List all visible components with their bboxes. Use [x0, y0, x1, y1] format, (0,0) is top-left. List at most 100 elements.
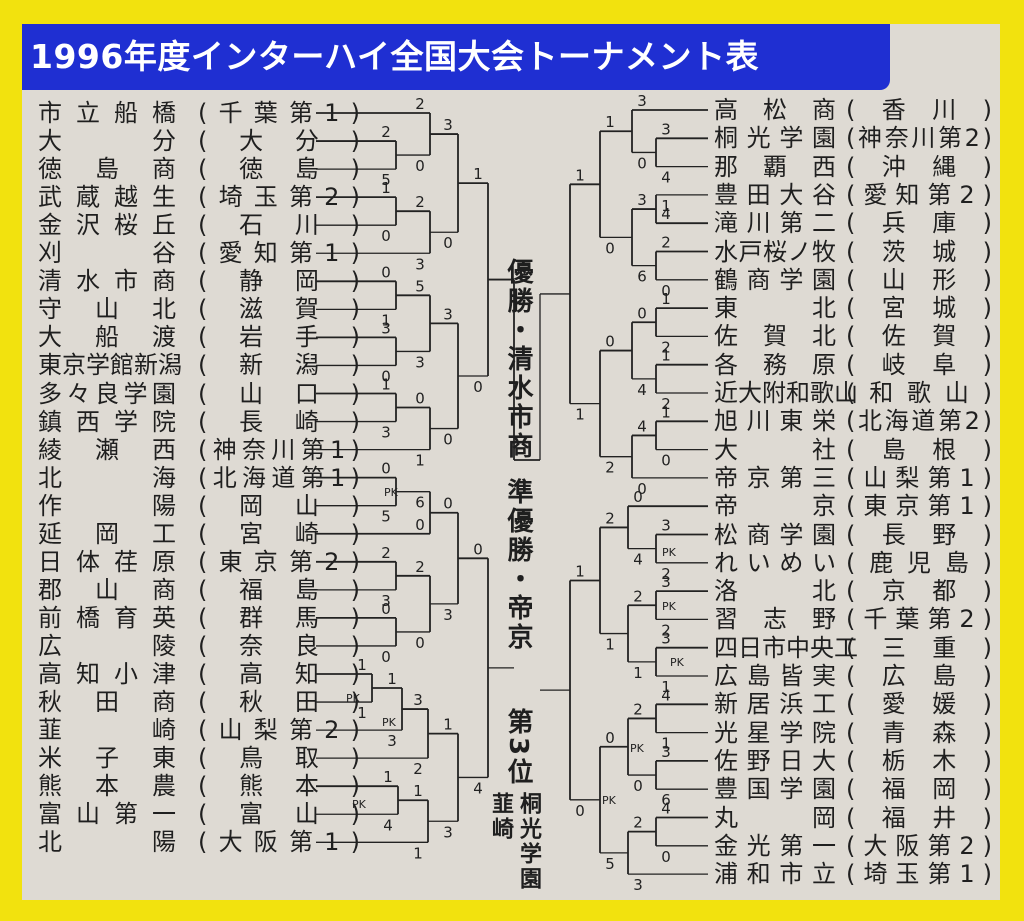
third-place-team-b: 韮崎	[488, 792, 513, 842]
right-team-row: 松商学園 (長野)	[714, 520, 996, 550]
match-score: 1	[415, 452, 425, 470]
match-score: 0	[443, 234, 453, 252]
team-name: 旭川東栄	[714, 407, 836, 436]
team-prefecture: (佐賀)	[846, 322, 992, 351]
match-score: 2	[633, 587, 643, 605]
match-score: 0	[381, 600, 391, 618]
team-name: れいめい	[714, 548, 836, 577]
right-team-row: 洛北(京都)	[714, 576, 996, 606]
match-score: 5	[381, 171, 391, 189]
team-prefecture: (兵庫)	[846, 209, 992, 238]
match-score: 0	[415, 516, 425, 534]
team-name: 作陽	[38, 491, 176, 520]
match-score: 0	[415, 390, 425, 408]
team-name: 北陽	[38, 828, 176, 857]
match-score: 1	[575, 166, 585, 184]
match-score: 1	[575, 562, 585, 580]
left-team-row: 多々良学園(山口)	[38, 379, 368, 409]
match-score: 3	[661, 743, 671, 761]
match-score: 2	[605, 459, 615, 477]
match-score: 1	[473, 165, 483, 183]
team-prefecture: (島根)	[846, 435, 992, 464]
match-score: 1	[575, 406, 585, 424]
match-score: 5	[381, 508, 391, 526]
match-score: 2	[415, 193, 425, 211]
match-score: 1	[357, 656, 367, 674]
team-name: 武蔵越生	[38, 183, 176, 212]
team-name: 豊国学園	[714, 775, 836, 804]
match-score: 2	[415, 558, 425, 576]
team-name: 松商学園	[714, 520, 836, 549]
match-score: 3	[381, 319, 391, 337]
team-name: 鎮西学院	[38, 407, 176, 436]
left-team-row: 郡山商(福島)	[38, 575, 368, 605]
match-score: 0	[443, 495, 453, 513]
match-score: 1	[381, 376, 391, 394]
match-score: 3	[637, 92, 647, 110]
match-score: 1	[383, 768, 393, 786]
match-score: 1	[661, 403, 671, 421]
left-team-row: 広陵(奈良)	[38, 631, 368, 661]
left-team-row: 秋田商(秋田)	[38, 687, 368, 717]
right-team-row: 佐賀北(佐賀)	[714, 321, 996, 351]
team-name: 熊本農	[38, 772, 176, 801]
team-prefecture: (和歌山)	[846, 379, 992, 407]
match-score: 1	[413, 782, 423, 800]
match-score: 1	[605, 113, 615, 131]
match-score: 0	[443, 431, 453, 449]
right-team-row: 豊国学園 (福岡)	[714, 774, 996, 804]
match-score: 2	[661, 338, 671, 356]
team-prefecture: (福岡)	[846, 775, 992, 804]
match-score: 4	[661, 169, 671, 187]
match-score: 0	[605, 239, 615, 257]
team-name: 鶴商学園	[714, 265, 836, 294]
match-score: 1	[661, 735, 671, 753]
left-team-row: 金沢桜丘(石川)	[38, 210, 368, 240]
match-score: 2	[661, 395, 671, 413]
page-title: 1996年度インターハイ全国大会トーナメント表	[30, 37, 760, 76]
match-score: 0	[415, 634, 425, 652]
pk-marker: PK	[382, 716, 397, 729]
match-score: 3	[661, 517, 671, 535]
team-name: 光星学院	[714, 718, 836, 747]
team-name: 刈谷	[38, 239, 176, 268]
match-score: 3	[413, 691, 423, 709]
team-name: 桐光学園	[714, 124, 836, 153]
match-score: 3	[443, 116, 453, 134]
team-prefecture: (岡山)	[198, 491, 360, 520]
right-team-row: 大社(島根)	[714, 435, 996, 465]
team-name: 習志野	[714, 605, 836, 634]
team-prefecture: (愛媛)	[846, 690, 992, 719]
team-name: 帝京第三	[714, 463, 836, 492]
team-name: 高松商	[714, 96, 836, 124]
match-score: 6	[637, 268, 647, 286]
team-name: 大分	[38, 127, 176, 156]
match-score: 2	[661, 234, 671, 252]
team-prefecture: (鹿児島)	[846, 548, 992, 577]
left-team-row: 清水市商(静岡)	[38, 266, 368, 296]
match-score: 2	[413, 760, 423, 778]
match-score: 0	[381, 263, 391, 281]
champion-label: 優勝・清水市商	[503, 258, 533, 461]
right-team-row: 広島皆実(広島)	[714, 661, 996, 691]
match-score: 0	[633, 777, 643, 795]
team-name: 大船渡	[38, 323, 176, 352]
match-score: 6	[415, 494, 425, 512]
right-team-row: 高松商(香川)	[714, 95, 996, 125]
right-team-row: 水戸桜ノ牧(茨城)	[714, 237, 996, 267]
match-score: 0	[381, 460, 391, 478]
match-score: 1	[661, 347, 671, 365]
runner-up-label: 準優勝・帝京	[503, 478, 533, 652]
match-score: 0	[661, 848, 671, 866]
team-prefecture: (長野)	[846, 520, 992, 549]
right-team-row: 滝川第二(兵庫)	[714, 208, 996, 238]
